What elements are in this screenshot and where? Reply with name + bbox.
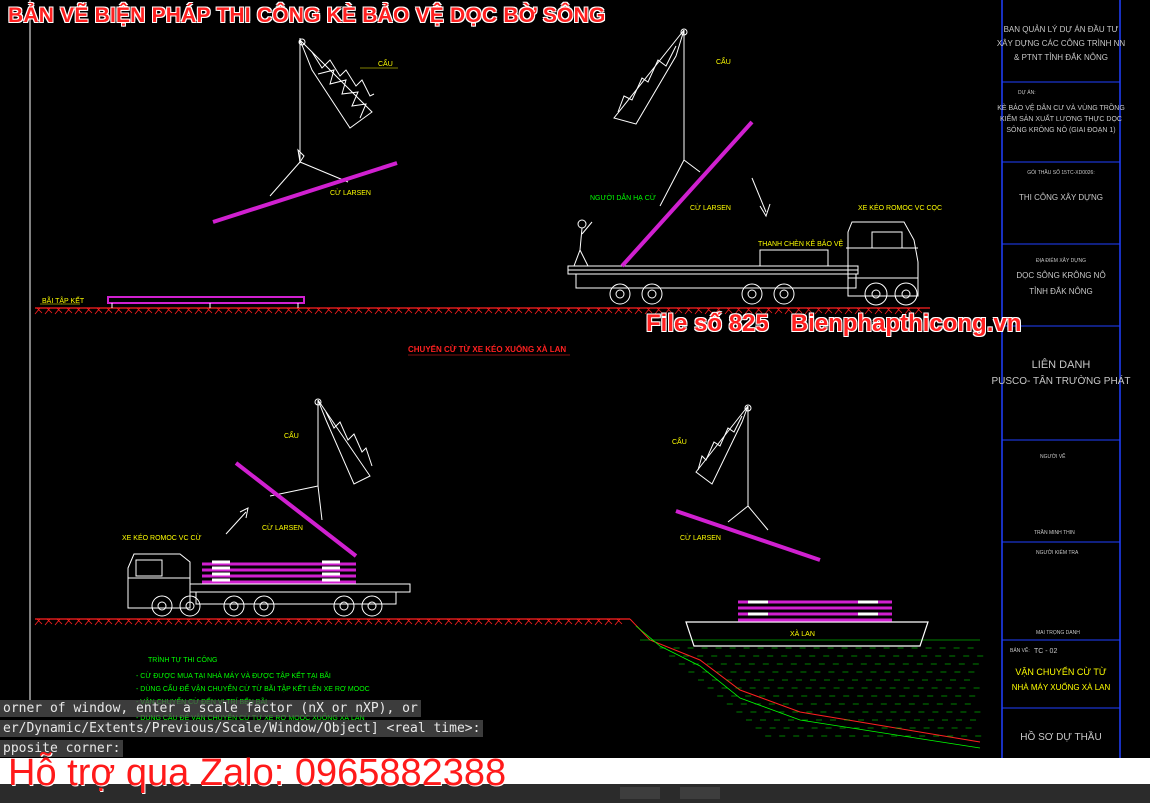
sheet-pile-label-3: CỪ LARSEN [262, 523, 303, 532]
barge-label: XÀ LAN [790, 629, 815, 638]
drawing-title: BẢN VẼ BIỆN PHÁP THI CÔNG KÈ BẢO VỆ DỌC … [8, 4, 606, 27]
tb-sheet-label: BẢN VẼ: [1010, 647, 1030, 654]
status-tab[interactable] [620, 787, 660, 799]
tb-role-2: NGƯỜI KIỂM TRA [1036, 549, 1079, 556]
crane-label-1: CẨU [378, 59, 393, 68]
sheet-pile-label-4: CỪ LARSEN [680, 533, 721, 542]
barge: XÀ LAN [685, 600, 929, 647]
tb-project-2: KIỂM SẢN XUẤT LƯƠNG THỰC DỌC [1000, 113, 1122, 123]
crane-4 [695, 404, 769, 531]
tb-owner-1: BAN QUẢN LÝ DỰ ÁN ĐẦU TƯ [1004, 24, 1119, 34]
crane-label-3: CẨU [284, 431, 299, 440]
tb-project-label: DỰ ÁN: [1018, 89, 1036, 96]
file-watermark: File số 825 Bienphapthicong.vn [646, 310, 1043, 338]
tb-package: THI CÔNG XÂY DỰNG [1019, 193, 1103, 202]
procedure-step-4: - DÙNG CẨU ĐỂ VẬN CHUYỂN CỪ TỪ XE RƠ MOO… [136, 712, 365, 722]
tb-footer: HỒ SƠ DỰ THẦU [1020, 730, 1101, 743]
status-tab[interactable] [680, 787, 720, 799]
tb-name-1: TRẦN MINH THIN [1034, 529, 1075, 536]
tb-sheet-no: TC - 02 [1034, 648, 1057, 655]
sheet-pile-lifted-1 [212, 161, 398, 224]
tb-location-1: DỌC SÔNG KRÔNG NÔ [1016, 271, 1105, 280]
sheet-pile-label-1: CỪ LARSEN [330, 188, 371, 197]
tb-project-3: SÔNG KRÔNG NÔ (GIAI ĐOẠN 1) [1006, 125, 1115, 134]
tb-contractor-1: LIÊN DANH [1032, 358, 1091, 371]
status-bar-strip [0, 784, 1150, 803]
crane-label-2: CẨU [716, 57, 731, 66]
procedure-step-1: - CỪ ĐƯỢC MUA TẠI NHÀ MÁY VÀ ĐƯỢC TẬP KẾ… [136, 670, 331, 680]
yard-label: BÃI TẬP KẾT [42, 295, 85, 305]
tb-sheet-title-1: VẬN CHUYỂN CỪ TỪ [1015, 666, 1107, 677]
tb-owner-3: & PTNT TỈNH ĐẮK NÔNG [1014, 53, 1108, 62]
tb-role-1: NGƯỜI VẼ [1040, 453, 1066, 460]
procedure-step-2: - DÙNG CẨU ĐỂ VẬN CHUYỂN CỪ TỪ BÃI TẬP K… [136, 683, 370, 693]
file-number: File số 825 [646, 310, 769, 337]
zalo-support-banner: Hỗ trợ qua Zalo: 0965882388 [8, 752, 507, 794]
tb-sheet-title-2: NHÀ MÁY XUỐNG XÀ LAN [1012, 682, 1111, 692]
sheet-pile-label-2: CỪ LARSEN [690, 203, 731, 212]
river-water [640, 639, 984, 737]
sheet-pile-lifted-3 [234, 461, 358, 558]
tb-project-1: KÈ BẢO VỆ DÂN CƯ VÀ VÙNG TRỒNG [997, 102, 1125, 112]
procedure-title: TRÌNH TỰ THI CÔNG [148, 655, 218, 664]
truck-bottom [127, 553, 411, 617]
ground-line-top [34, 307, 930, 315]
sheet-pile-lifted-2 [620, 120, 754, 268]
command-history-line-2: er/Dynamic/Extents/Previous/Scale/Window… [0, 720, 484, 737]
truck-label-top: XE KÉO ROMOC VC CỌC [858, 203, 942, 212]
pad-label: THANH CHÈN KÊ BẢO VỆ [758, 239, 844, 248]
site-name: Bienphapthicong.vn [790, 310, 1022, 337]
truck-top [567, 221, 919, 306]
sheet-pile-lifted-4 [675, 509, 821, 562]
crane-2: CẨU [613, 28, 771, 218]
command-history-line-1: orner of window, enter a scale factor (n… [0, 700, 421, 717]
tb-location-2: TỈNH ĐẮK NÔNG [1029, 287, 1093, 296]
crane-1: CẨU [269, 38, 398, 197]
sheet-pile-stack-truck [202, 562, 356, 584]
sheet-pile-yard: BÃI TẬP KẾT [40, 295, 305, 308]
command-prompt-line[interactable]: pposite corner: [0, 740, 124, 757]
title-block: BAN QUẢN LÝ DỰ ÁN ĐẦU TƯ XÂY DỰNG CÁC CÔ… [992, 0, 1131, 760]
tb-package-label: GÓI THẦU SỐ 15TC-XD0026: [1027, 169, 1094, 176]
tb-location-label: ĐỊA ĐIỂM XÂY DỰNG [1036, 257, 1086, 264]
tb-name-2: MAI TRỌNG DANH [1036, 630, 1080, 636]
guide-worker [573, 219, 593, 267]
guide-label: NGƯỜI DẪN HẠ CỪ [590, 193, 656, 202]
truck-label-bottom: XE KÉO ROMOC VC CỪ [122, 533, 202, 542]
section-title: CHUYỂN CỪ TỪ XE KÉO XUỐNG XÀ LAN [408, 344, 566, 354]
tb-contractor-2: PUSCO- TÂN TRƯỜNG PHÁT [992, 374, 1131, 387]
tb-owner-2: XÂY DỰNG CÁC CÔNG TRÌNH NN [997, 39, 1126, 48]
status-bar [0, 758, 1150, 803]
crane-label-4: CẨU [672, 437, 687, 446]
